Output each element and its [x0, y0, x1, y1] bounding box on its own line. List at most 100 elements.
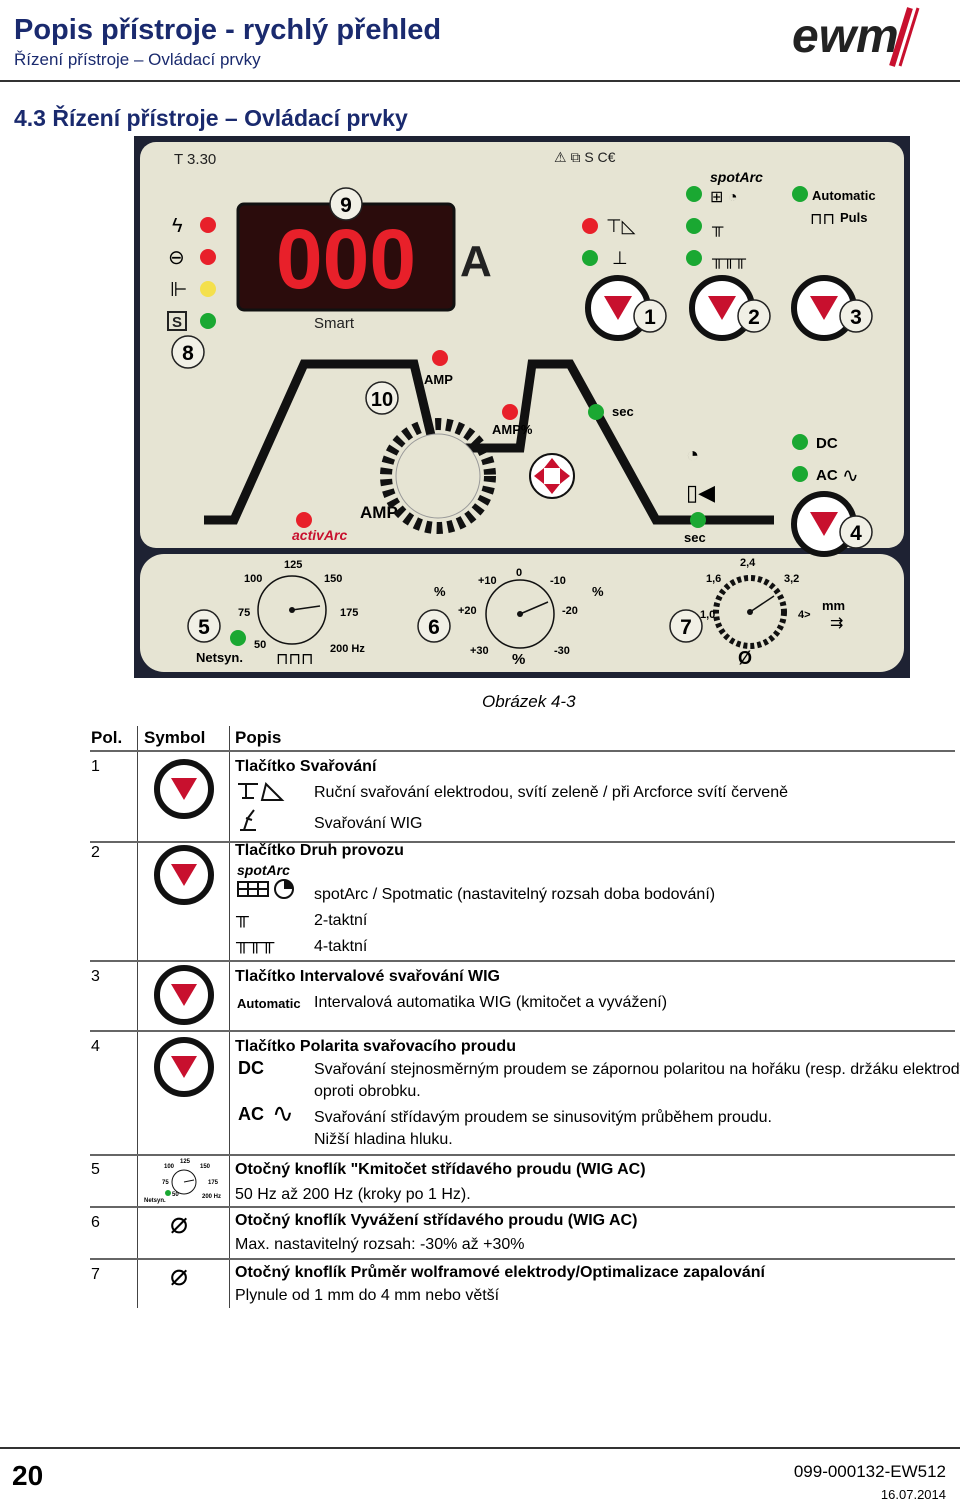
spotarc-icon: ⊞ ◔ [710, 189, 738, 206]
electrode-welding-icon [238, 782, 285, 801]
document-date: 16.07.2014 [880, 1487, 946, 1502]
amp-pct-label: AMP% [492, 422, 533, 437]
row-item: Max. nastavitelný rozsah: -30% až +30% [235, 1236, 525, 1253]
display-value: 000 [276, 212, 416, 306]
display-unit: A [460, 237, 492, 286]
svg-text:125: 125 [180, 1159, 191, 1165]
row-item: Svařování střídavým proudem se sinusovit… [314, 1109, 772, 1126]
svg-text:175: 175 [208, 1180, 219, 1186]
s-mark-icon [167, 311, 187, 331]
svg-text:+10: +10 [478, 575, 497, 587]
led-amp [432, 350, 448, 366]
row-item: 2-taktní [314, 912, 368, 929]
led-ac [792, 466, 808, 482]
svg-text:6: 6 [428, 616, 440, 639]
frequency-knob-icon: 125 100 150 75 175 50 200 Hz Netsyn. [144, 1159, 221, 1204]
row-item: 50 Hz až 200 Hz (kroky po 1 Hz). [235, 1186, 471, 1203]
row-item: Svařování stejnosměrným proudem se zápor… [314, 1061, 960, 1078]
model-label: T 3.30 [174, 151, 216, 168]
knob-symbol-icon: ⌀ [170, 1207, 189, 1240]
row-title: Tlačítko Svařování [235, 758, 377, 775]
led-error [200, 217, 216, 233]
spotarc-label: spotArc [237, 862, 290, 878]
row-title: Tlačítko Polarita svařovacího proudu [235, 1038, 516, 1055]
ewm-logo: ewm [792, 7, 920, 67]
svg-text:-30: -30 [554, 645, 570, 657]
svg-text:50: 50 [172, 1192, 179, 1198]
frequency-knob [257, 575, 327, 645]
row-pos: 3 [91, 968, 100, 985]
svg-text:3,2: 3,2 [784, 573, 799, 585]
led-dc [792, 434, 808, 450]
pulse-icon: ⊓⊓ [810, 211, 835, 228]
main-current-knob [380, 418, 496, 534]
automatic-label: Automatic [237, 996, 301, 1011]
figure-caption: Obrázek 4-3 [482, 692, 576, 711]
callout-8: 8 [171, 335, 205, 369]
electrode-diameter-knob [713, 575, 787, 649]
button-symbol-icon [154, 759, 214, 819]
row-item: spotArc / Spotmatic (nastavitelný rozsah… [314, 886, 716, 903]
row-item: Svařování WIG [314, 815, 423, 832]
row-title: Tlačítko Intervalové svařování WIG [235, 968, 500, 985]
square-wave-icon: ⊓⊓⊓ [276, 651, 313, 668]
svg-text:7: 7 [680, 616, 692, 639]
col-header-symbol: Symbol [144, 728, 206, 747]
svg-text:200 Hz: 200 Hz [330, 643, 365, 655]
col-divider-2 [229, 726, 230, 1308]
page-number: 20 [12, 1460, 44, 1491]
row-pos: 5 [91, 1161, 100, 1178]
row-divider [90, 960, 955, 962]
amp-top-label: AMP [424, 372, 453, 387]
svg-text:3: 3 [850, 306, 862, 329]
led-2t [686, 218, 702, 234]
ac-label: AC [238, 1104, 264, 1124]
row-divider [90, 1154, 955, 1156]
knob-symbol-icon: ⌀ [170, 1259, 189, 1292]
process-curve [204, 359, 774, 525]
svg-text:1,0: 1,0 [700, 609, 715, 621]
col-header-desc: Popis [235, 728, 282, 747]
svg-text:%: % [512, 651, 525, 668]
led-sec-bottom [690, 512, 706, 528]
automatic-label: Automatic [812, 188, 876, 203]
svg-text:75: 75 [162, 1180, 169, 1186]
tig-torch-icon: ⊥ [612, 248, 628, 268]
header-divider [0, 80, 960, 82]
sine-icon: ∿ [842, 465, 859, 487]
svg-text:4: 4 [850, 522, 862, 545]
svg-text:Netsyn.: Netsyn. [144, 1198, 166, 1204]
button-symbol-icon [154, 1037, 214, 1097]
led-s-mark [200, 313, 216, 329]
svg-text:8: 8 [182, 342, 194, 365]
coolant-icon: ⊖ [168, 247, 185, 269]
row-item: oproti obrobku. [314, 1083, 421, 1100]
four-step-icon: ╥╥╥ [711, 251, 747, 270]
callout-7: 7 [669, 609, 703, 643]
spotarc-label: spotArc [710, 169, 763, 185]
dc-label: DC [816, 435, 838, 452]
row-item: 4-taktní [314, 938, 368, 955]
svg-text:50: 50 [254, 639, 266, 651]
row-pos: 2 [91, 844, 100, 861]
puls-label: Puls [840, 210, 867, 225]
section-title: 4.3 Řízení přístroje – Ovládací prvky [14, 105, 408, 131]
page-subtitle: Řízení přístroje – Ovládací prvky [14, 50, 261, 69]
row-item: Intervalová automatika WIG (kmitočet a v… [314, 994, 668, 1011]
svg-text:4>: 4> [798, 609, 811, 621]
svg-text:75: 75 [238, 607, 250, 619]
svg-text:-20: -20 [562, 605, 578, 617]
led-automatic [792, 186, 808, 202]
svg-text:150: 150 [324, 573, 342, 585]
row-divider [90, 1258, 955, 1260]
svg-text:2: 2 [748, 306, 760, 329]
svg-text:1,6: 1,6 [706, 573, 721, 585]
callout-6: 6 [417, 609, 451, 643]
torch-icon: ⊩ [170, 279, 187, 301]
balance-minus-icon: % [592, 584, 604, 599]
smart-label: Smart [314, 315, 355, 332]
gas-bottle-icon: ▯◀ [686, 480, 715, 505]
row-pos: 7 [91, 1266, 100, 1283]
svg-text:100: 100 [244, 573, 262, 585]
svg-text:150: 150 [200, 1164, 211, 1170]
